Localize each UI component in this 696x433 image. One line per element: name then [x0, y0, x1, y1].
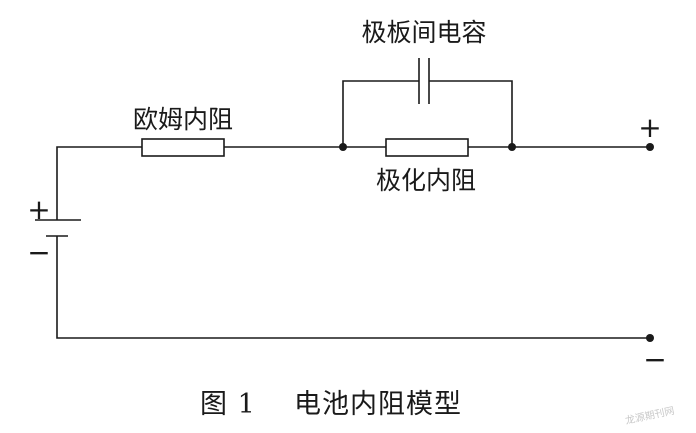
battery-plus-sign: +: [27, 193, 50, 226]
watermark: 龙源期刊网: [624, 404, 676, 427]
terminal-minus: [646, 334, 654, 342]
terminal-plus: [646, 143, 654, 151]
battery-minus-sign: −: [27, 236, 50, 269]
label-polarization-resistance: 极化内阻: [376, 166, 476, 195]
ohmic-resistor: [141, 138, 225, 157]
node-right: [508, 143, 516, 151]
label-ohmic-resistance: 欧姆内阻: [133, 105, 233, 134]
terminal-plus-sign: +: [638, 111, 661, 144]
terminal-minus-sign: −: [643, 343, 666, 376]
wire-battery-bottom: [56, 236, 650, 339]
figure-title: 电池内阻模型: [294, 389, 462, 420]
label-capacitor: 极板间电容: [361, 18, 486, 47]
polarization-resistor: [385, 138, 469, 157]
wire-capacitor-branch-right: [429, 80, 513, 147]
node-left: [339, 143, 347, 151]
wire-battery-top: [56, 146, 142, 220]
wire-capacitor-branch-left: [342, 80, 419, 147]
figure-number: 图 1: [200, 389, 256, 420]
